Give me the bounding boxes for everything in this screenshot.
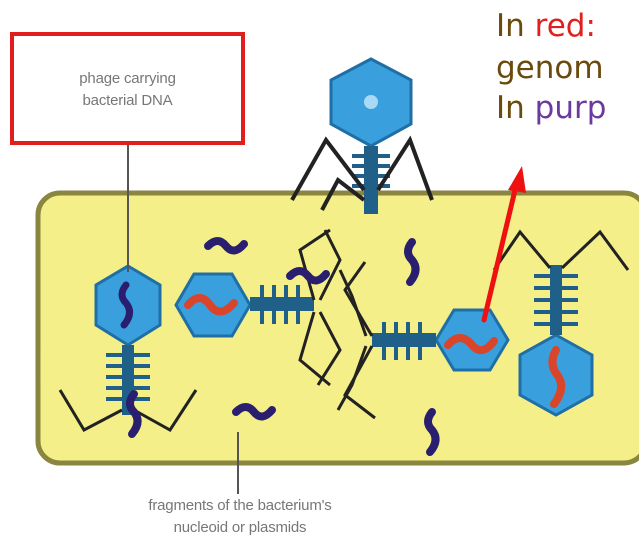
annotation-purple-word: purp bbox=[535, 90, 607, 126]
annotation-line2: genom bbox=[496, 50, 604, 86]
phage-label-line1: phage carrying bbox=[40, 68, 215, 90]
fragments-label-line1: fragments of the bacterium's bbox=[110, 495, 370, 517]
fragments-label: fragments of the bacterium's nucleoid or… bbox=[110, 495, 370, 539]
annotation-line3: In purp bbox=[496, 90, 606, 126]
phage-label-line2: bacterial DNA bbox=[40, 90, 215, 112]
fragments-label-line2: nucleoid or plasmids bbox=[110, 517, 370, 539]
annotation-red-word: red: bbox=[535, 8, 596, 44]
annotation-line1: In red: bbox=[496, 8, 596, 44]
phage-label: phage carrying bacterial DNA bbox=[40, 68, 215, 112]
annotation-line1-prefix: In bbox=[496, 8, 525, 44]
annotation-line3-prefix: In bbox=[496, 90, 525, 126]
